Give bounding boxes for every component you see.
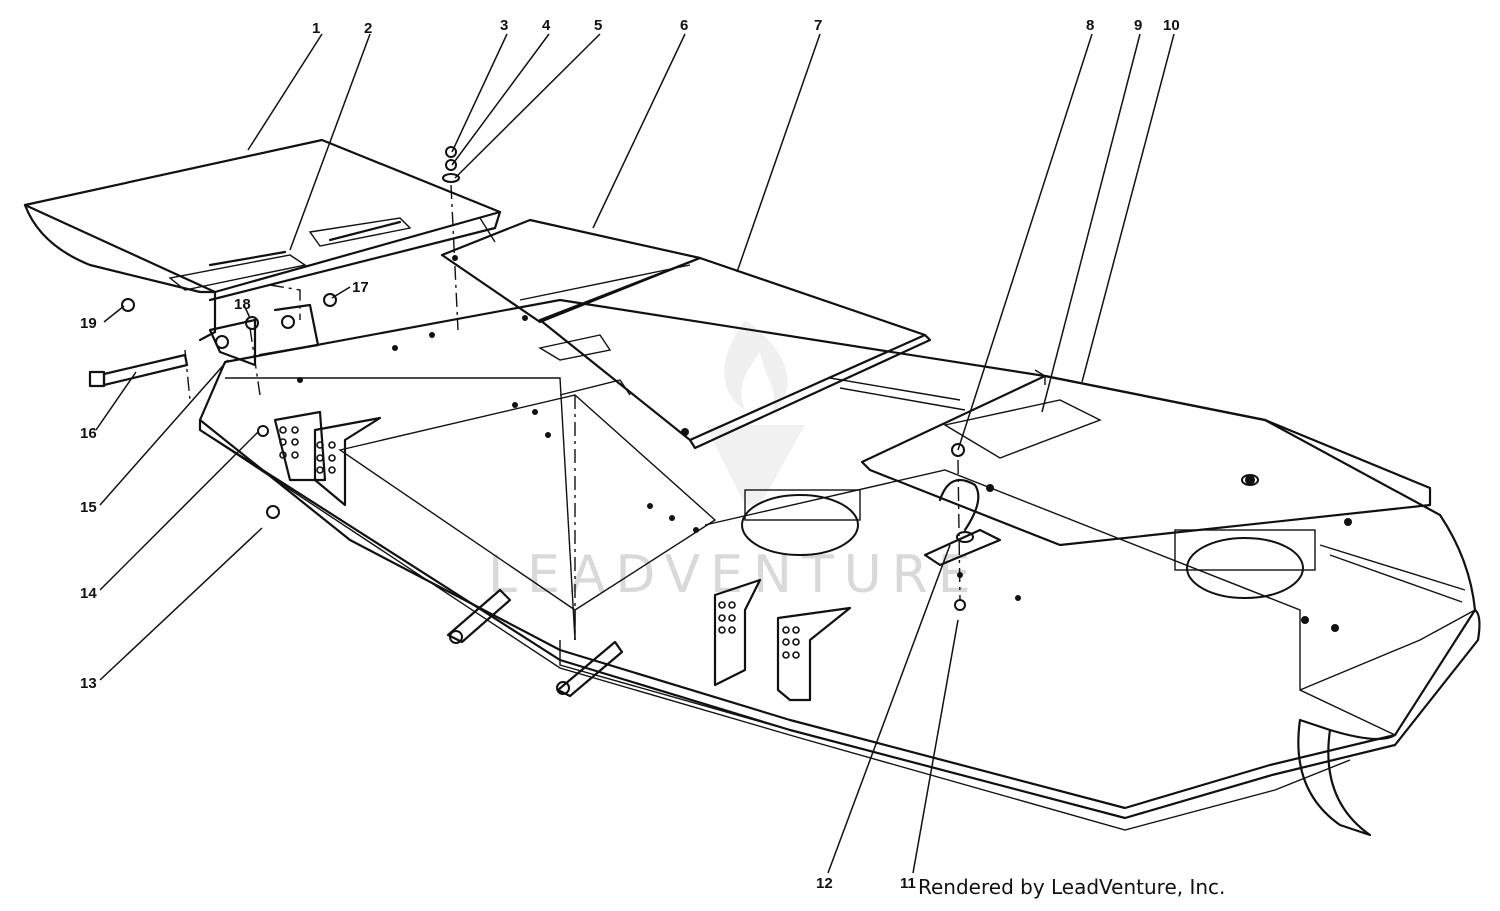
watermark-logo (705, 320, 805, 505)
caster-housing (1297, 718, 1397, 837)
callout-10: 10 (1163, 17, 1180, 34)
bolt (88, 353, 189, 388)
callout-13: 13 (80, 675, 97, 692)
callout-18: 18 (234, 296, 251, 313)
callout-17: 17 (352, 279, 369, 296)
center-shield (440, 218, 702, 324)
callout-2: 2 (364, 20, 372, 37)
hinge-brackets (168, 217, 412, 291)
discharge-cover (538, 256, 932, 450)
callout-labels: 1 2 3 4 5 6 7 8 9 10 11 12 13 14 15 16 1… (80, 17, 1180, 892)
callout-11: 11 (900, 875, 916, 892)
callout-8: 8 (1086, 17, 1094, 34)
callout-6: 6 (680, 17, 688, 34)
callout-12: 12 (816, 875, 833, 892)
callout-15: 15 (80, 499, 97, 516)
spindle-openings (741, 489, 1316, 599)
right-shield (860, 369, 1432, 547)
callout-4: 4 (542, 17, 551, 34)
side-brackets-left (273, 410, 382, 507)
explode-lines (184, 184, 961, 640)
deck-shell (198, 298, 1481, 831)
credit-text: Rendered by LeadVenture, Inc. (918, 875, 1226, 899)
spring-clip (923, 478, 1002, 567)
callout-3: 3 (500, 17, 508, 34)
callout-7: 7 (814, 17, 822, 34)
callout-14: 14 (80, 585, 97, 602)
deck-pins (446, 588, 624, 698)
watermark-text: LEADVENTURE (488, 545, 981, 605)
deck-holes (297, 332, 1339, 632)
deck-rails (829, 377, 1466, 603)
callout-16: 16 (80, 425, 97, 442)
left-shield (23, 138, 502, 342)
callout-19: 19 (80, 315, 97, 332)
side-brackets-front (713, 578, 852, 702)
callout-9: 9 (1134, 17, 1142, 34)
callout-5: 5 (594, 17, 602, 34)
pivot-bracket (121, 293, 337, 367)
leader-lines (95, 33, 1175, 874)
callout-1: 1 (312, 20, 320, 37)
